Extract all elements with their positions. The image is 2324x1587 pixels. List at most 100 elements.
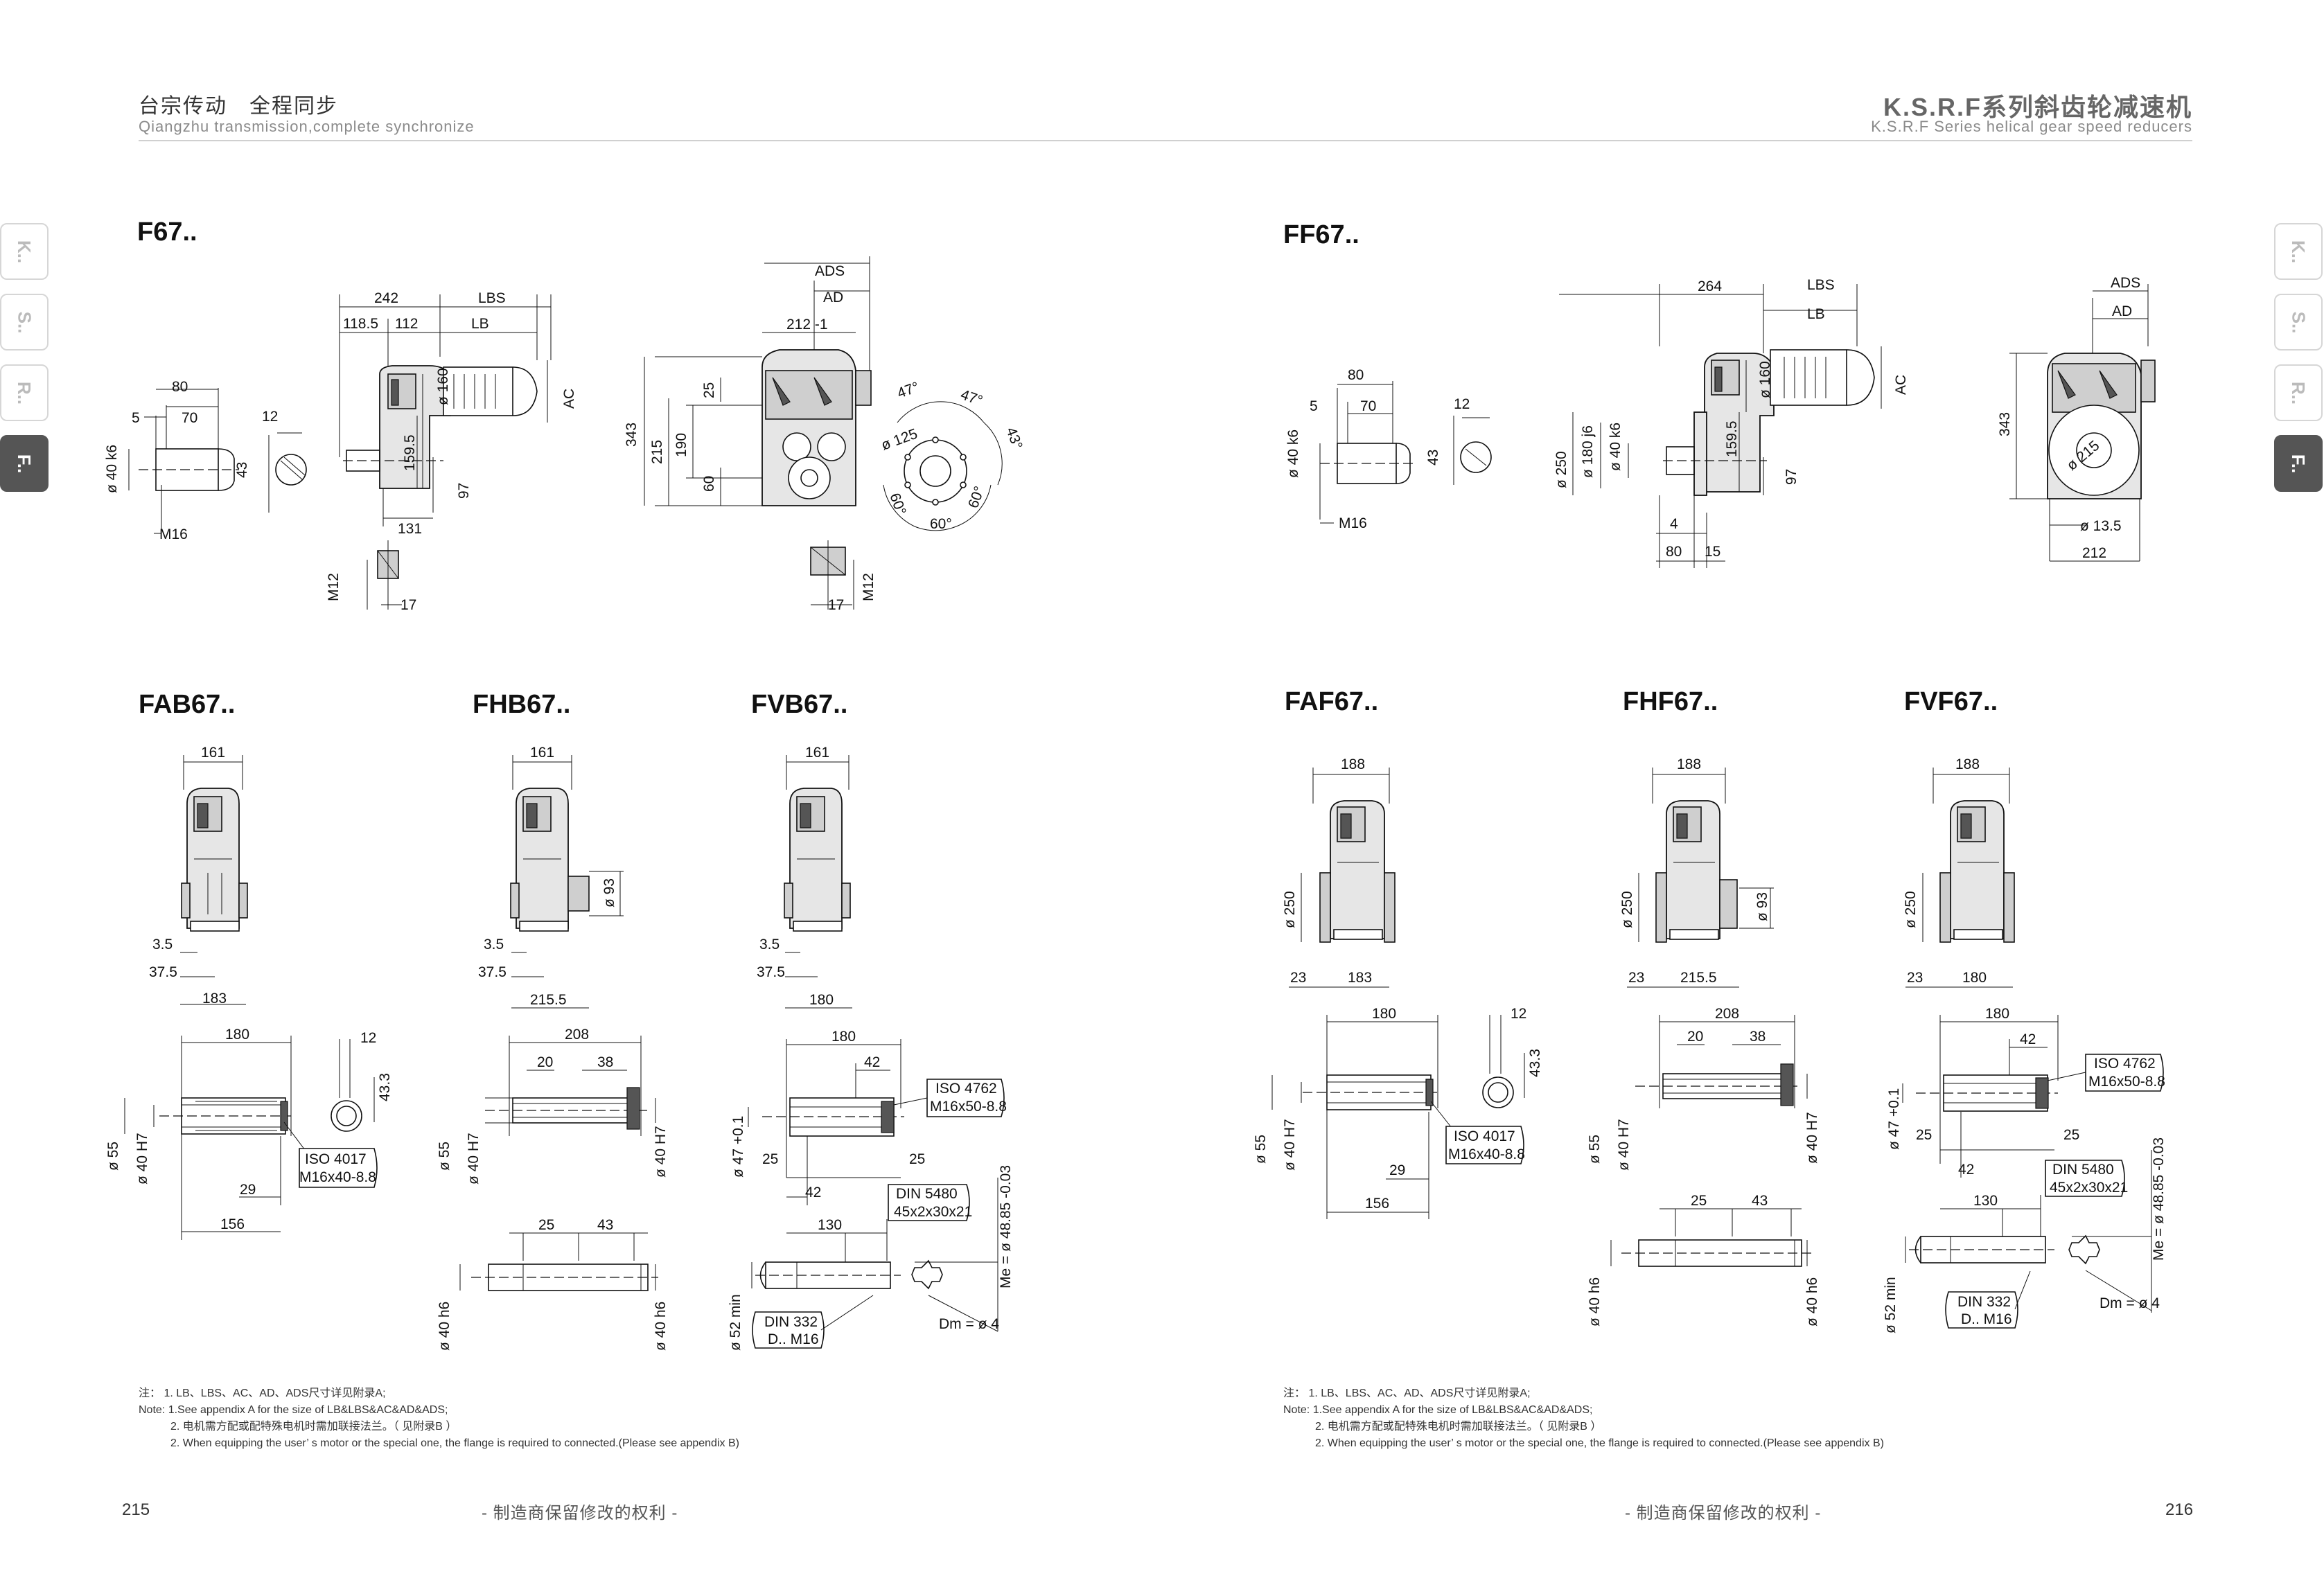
- dim-text: ø 55: [105, 1142, 121, 1171]
- dim-text: 47°: [958, 387, 985, 409]
- note-line: 注： 1. LB、LBS、AC、AD、ADS尺寸详见附录A;: [1283, 1387, 1531, 1399]
- f67-front-view: ADS AD 212 -1 343 215 190 25 60: [624, 256, 1025, 613]
- dim-text: 130: [818, 1217, 842, 1233]
- dim-text: ø 55: [1253, 1135, 1269, 1164]
- model-title-fhb67: FHB67..: [473, 690, 571, 719]
- dim-text: ø 93: [1754, 892, 1770, 921]
- drawing-fvf67: 188 ø 250 23 180 180 42 ISO 4762 M16x50-…: [1883, 756, 2167, 1333]
- dim-text: ø 250: [1553, 451, 1569, 488]
- dim-text: 180: [225, 1027, 249, 1043]
- side-tab-s[interactable]: S..: [0, 294, 49, 351]
- dim-text: 180: [809, 992, 834, 1008]
- dim-text: 188: [1955, 756, 1980, 772]
- dim-text: ISO 4017: [1454, 1128, 1515, 1144]
- dim-text: ISO 4762: [935, 1081, 997, 1097]
- header-brand-cn: 台宗传动 全程同步: [139, 95, 338, 118]
- ff67-side-view: 264 LBS LB AC ø 250 ø 180 j6 ø: [1553, 277, 1909, 568]
- note-line: 2. When equipping the user’ s motor or t…: [1315, 1437, 1884, 1449]
- dim-text: ISO 4017: [305, 1151, 367, 1167]
- dim-text: LB: [471, 316, 489, 332]
- header-brand-en: Qiangzhu transmission,complete synchroni…: [139, 118, 475, 135]
- dim-text: ADS: [815, 263, 845, 279]
- note-line: 2. When equipping the user’ s motor or t…: [170, 1437, 739, 1449]
- dim-text: AD: [2112, 303, 2132, 319]
- dim-text: ø 160: [435, 368, 451, 405]
- dim-text: 25: [701, 382, 717, 398]
- dim-text: M16x40-8.8: [1448, 1146, 1525, 1162]
- dim-text: 70: [182, 410, 197, 426]
- dim-text: 12: [1454, 396, 1470, 412]
- dim-text: 12: [360, 1030, 376, 1046]
- ff67-front-view: ADS AD 343 ø 215 ø 13.5 212: [1997, 275, 2156, 562]
- dim-text: 23: [1907, 970, 1923, 986]
- dim-text: M16x50-8.8: [2088, 1074, 2165, 1090]
- model-title-fhf67: FHF67..: [1623, 687, 1718, 716]
- page-number-left: 215: [122, 1500, 150, 1519]
- dim-text: ø 40 h6: [1804, 1277, 1820, 1327]
- drawing-fhb67: 161 ø 93 3.5 37.5 215.5 208 20 38 ø 55: [437, 745, 669, 1351]
- dim-text: 343: [1997, 412, 2013, 436]
- dim-text: 161: [805, 745, 829, 761]
- dim-text: 156: [220, 1216, 245, 1232]
- dim-text: D.. M16: [768, 1331, 819, 1347]
- dim-text: D.. M16: [1961, 1311, 2012, 1327]
- drawing-ff67: 80 70 5 ø 40 k6 M16 12 43 264 LBS LB: [1285, 275, 2156, 568]
- dim-text: 130: [1973, 1193, 1998, 1209]
- dim-text: ø 40 H7: [466, 1133, 482, 1185]
- dim-text: ø 40 k6: [1608, 423, 1623, 471]
- dim-text: 343: [624, 423, 640, 447]
- dim-text: 3.5: [484, 937, 504, 952]
- dim-text: ø 40 H7: [653, 1126, 669, 1178]
- notes-right: 注： 1. LB、LBS、AC、AD、ADS尺寸详见附录A; Note: 1.S…: [1283, 1385, 1884, 1452]
- dim-text: 20: [537, 1054, 553, 1070]
- dim-text: 25: [2063, 1127, 2079, 1143]
- dim-text: M16x50-8.8: [930, 1099, 1007, 1115]
- dim-text: ø 40 H7: [1282, 1119, 1298, 1171]
- dim-text: 60°: [930, 516, 952, 532]
- dim-text: ø 47 +0.1: [730, 1116, 746, 1178]
- side-tab-s[interactable]: S..: [2274, 294, 2323, 351]
- dim-text: 112: [395, 316, 418, 332]
- dim-text: 43: [597, 1217, 613, 1233]
- dim-text: 190: [674, 433, 689, 457]
- dim-text: ADS: [2111, 275, 2140, 291]
- dim-text: 29: [240, 1182, 256, 1198]
- dim-text: 42: [2020, 1031, 2036, 1047]
- note-line: 注： 1. LB、LBS、AC、AD、ADS尺寸详见附录A;: [139, 1387, 386, 1399]
- dim-text: 159.5: [402, 434, 418, 471]
- dim-text: 60°: [965, 484, 987, 511]
- dim-text: ø 47 +0.1: [1886, 1088, 1902, 1150]
- dim-text: ø 40 k6: [1285, 429, 1301, 478]
- dim-text: 131: [398, 521, 422, 537]
- dim-text: 25: [909, 1151, 925, 1167]
- side-tab-k[interactable]: K..: [2274, 223, 2323, 280]
- side-tab-r[interactable]: R..: [0, 364, 49, 421]
- dim-text: ø 40 k6: [104, 445, 120, 493]
- note-line: 2. 电机需方配或配特殊电机时需加联接法兰。（ 见附录B ）: [170, 1421, 457, 1433]
- dim-text: 118.5: [343, 316, 378, 332]
- dim-text: 212: [2082, 545, 2106, 561]
- dim-text: 180: [1372, 1006, 1396, 1022]
- side-tab-f[interactable]: F..: [0, 435, 49, 492]
- dim-text: 5: [132, 410, 140, 426]
- side-tab-f[interactable]: F..: [2274, 435, 2323, 492]
- dim-text: 23: [1290, 970, 1306, 986]
- dim-text: 3.5: [152, 937, 173, 952]
- dim-text: 159.5: [1724, 420, 1740, 457]
- dim-text: 97: [456, 483, 472, 499]
- dim-text: 97: [1784, 469, 1799, 485]
- dim-text: ø 250: [1903, 891, 1919, 928]
- dim-text: 25: [1691, 1193, 1707, 1209]
- side-tab-r[interactable]: R..: [2274, 364, 2323, 421]
- dim-text: 212 -1: [786, 317, 828, 333]
- side-tab-k[interactable]: K..: [0, 223, 49, 280]
- dim-text: M12: [326, 573, 342, 601]
- dim-text: 208: [565, 1027, 589, 1043]
- dim-text: 156: [1365, 1196, 1389, 1212]
- dim-text: 215.5: [530, 992, 567, 1008]
- dim-text: ø 13.5: [2080, 518, 2122, 534]
- dim-text: Dm = ø 4: [939, 1316, 999, 1332]
- header-series-title: K.S.R.F系列斜齿轮减速机: [1883, 93, 2192, 121]
- dim-text: LBS: [478, 290, 506, 306]
- dim-text: 38: [597, 1054, 613, 1070]
